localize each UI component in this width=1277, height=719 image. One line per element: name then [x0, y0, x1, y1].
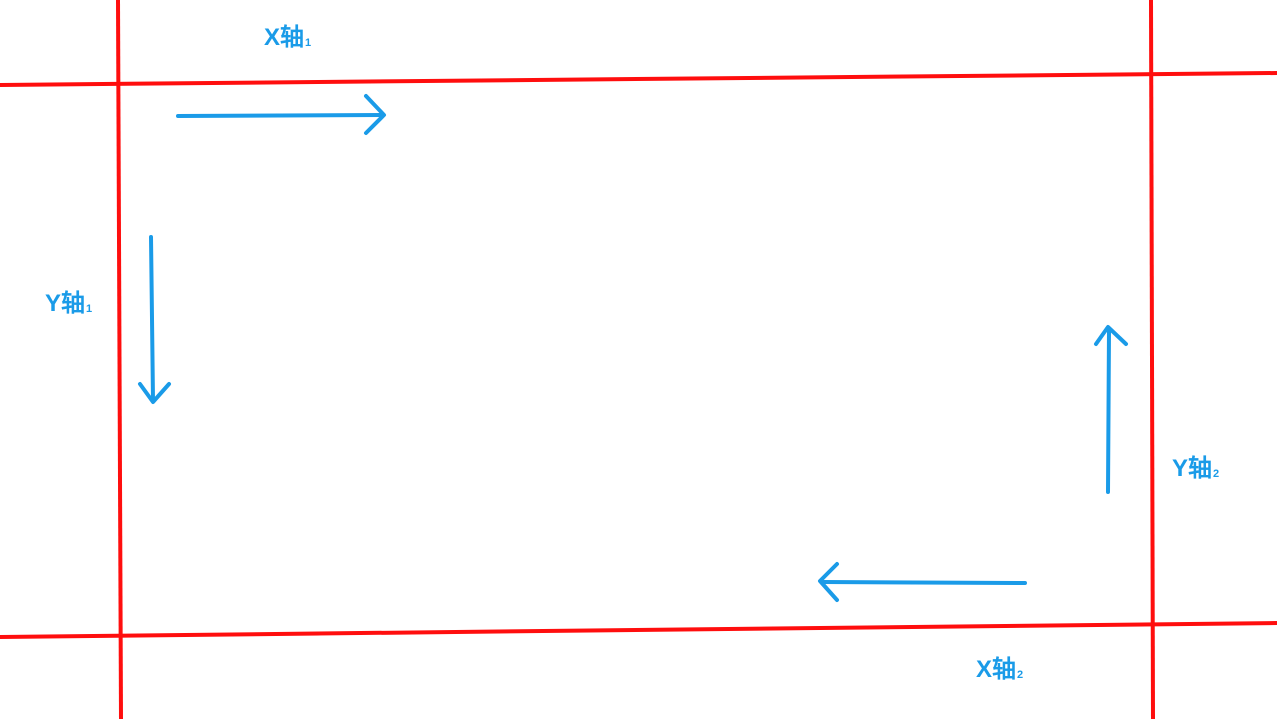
x-axis-2-label-subscript: 2 — [1017, 669, 1024, 681]
y-axis-2-label: Y轴2 — [1172, 457, 1219, 481]
x-axis-2-label: X轴2 — [976, 658, 1023, 682]
bottom-horizontal-line — [0, 621, 1277, 639]
arrow-down-icon — [138, 235, 171, 404]
x-axis-2-label-main: X轴 — [976, 656, 1017, 683]
left-vertical-line — [116, 0, 123, 719]
x-axis-1-label: X轴1 — [264, 26, 311, 50]
arrow-left-icon — [818, 562, 1027, 602]
arrow-right-icon — [176, 94, 386, 135]
y-axis-1-label-main: Y轴 — [45, 290, 86, 317]
direction-arrows — [138, 94, 1128, 602]
x-axis-1-label-subscript: 1 — [305, 37, 312, 49]
y-axis-1-label-subscript: 1 — [86, 303, 93, 315]
y-axis-1-label: Y轴1 — [45, 292, 92, 316]
y-axis-2-label-subscript: 2 — [1213, 468, 1220, 480]
arrow-up-icon — [1094, 325, 1128, 494]
right-vertical-line — [1149, 0, 1155, 719]
top-horizontal-line — [0, 71, 1277, 87]
x-axis-1-label-main: X轴 — [264, 24, 305, 51]
y-axis-2-label-main: Y轴 — [1172, 455, 1213, 482]
